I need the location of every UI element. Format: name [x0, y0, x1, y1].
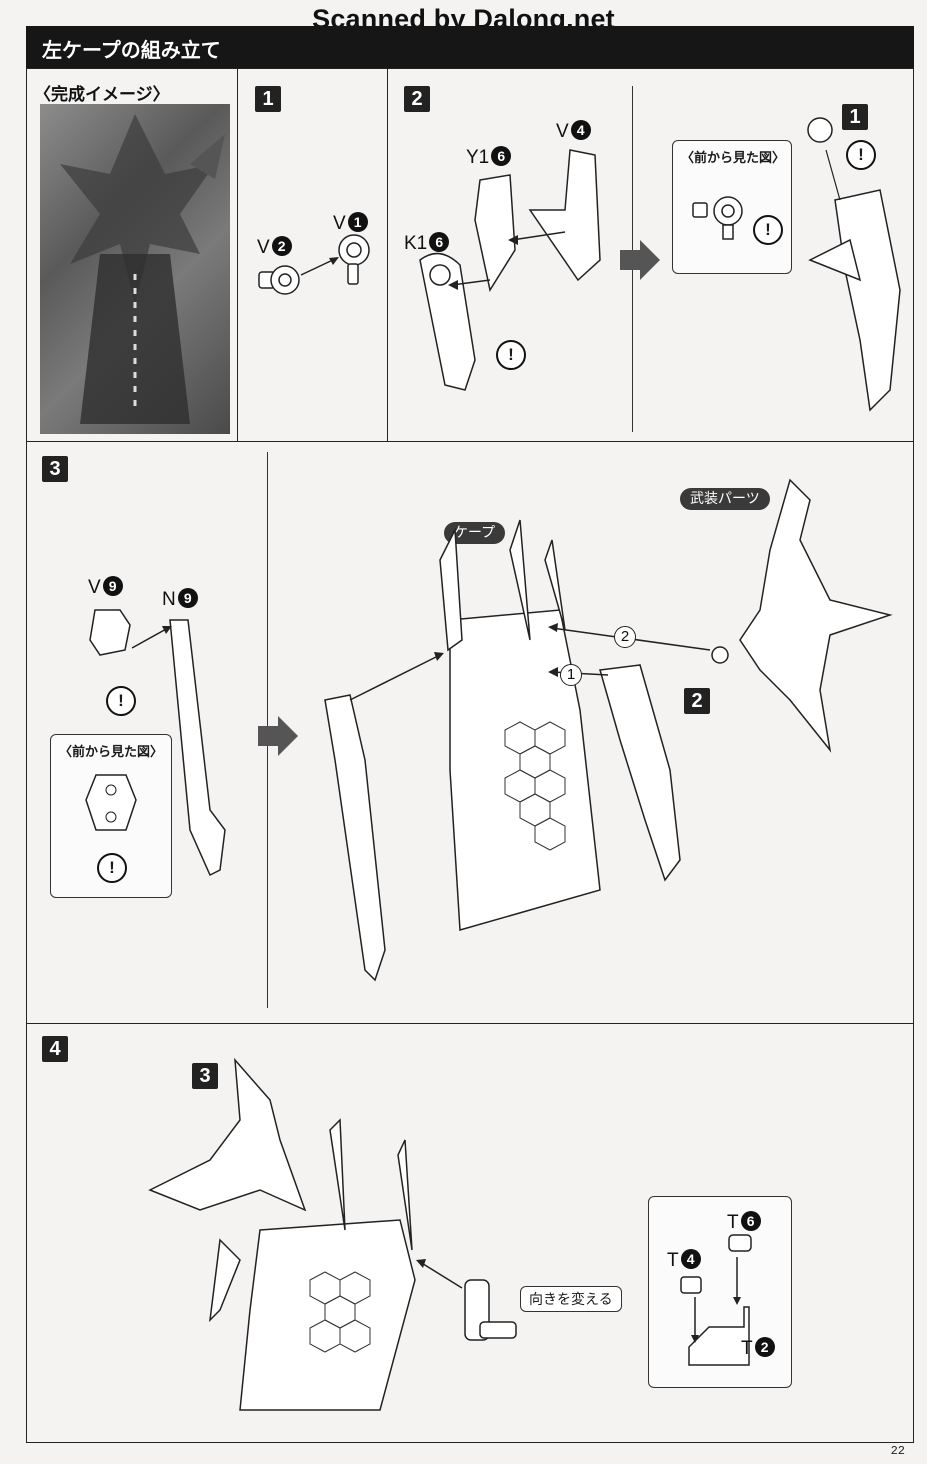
- step4-assembly-diagram: [148, 1057, 517, 1411]
- front-view-inset-step3: 〈前から見た図〉 !: [50, 734, 172, 898]
- arm-part-k1: [419, 252, 476, 391]
- joint-part-v1: [338, 234, 370, 285]
- inset-title: 〈前から見た図〉: [59, 745, 164, 760]
- model-silhouette: [60, 114, 225, 424]
- step1-diagram: [258, 234, 370, 295]
- cape-body: [239, 1219, 416, 1411]
- inset-title: 〈前から見た図〉: [681, 151, 786, 166]
- section-header: 左ケープの組み立て: [26, 26, 914, 68]
- joint-assembly-t: [464, 1279, 517, 1341]
- assembled-arm-diagram: [807, 117, 901, 412]
- caution-icon: !: [496, 340, 526, 370]
- ref-step-3: 3: [192, 1063, 218, 1089]
- step4-panel: [26, 1023, 914, 1443]
- flow-arrow-icon: [258, 716, 298, 756]
- ref-step-1: 1: [842, 104, 868, 130]
- step-number-2: 2: [404, 86, 430, 112]
- turn-around-label: 向きを変える: [520, 1286, 622, 1312]
- section-title: 左ケープの組み立て: [42, 38, 221, 62]
- step2-diagram: [419, 149, 601, 391]
- hex-pattern: [504, 721, 566, 851]
- weapon-part: [739, 478, 893, 753]
- step3-parts-diagram: [89, 609, 226, 877]
- front-view-joint: [692, 196, 743, 240]
- step-number-1: 1: [255, 86, 281, 112]
- step3-assembly-diagram: [324, 478, 893, 982]
- order-mark-2: 2: [614, 626, 636, 648]
- blade-part-v4: [528, 149, 601, 282]
- cape-tag: ケープ: [444, 522, 506, 544]
- ref-step-2: 2: [684, 688, 710, 714]
- rod-part: [324, 694, 386, 982]
- order-mark-1: 1: [560, 664, 582, 686]
- t-parts-diagram: [680, 1234, 752, 1366]
- caution-icon: !: [97, 853, 127, 883]
- caution-icon: !: [846, 140, 876, 170]
- cape-body: [449, 609, 601, 931]
- preview-title: 〈完成イメージ〉: [34, 85, 170, 105]
- joint-part-v2: [258, 265, 300, 295]
- step-number-4: 4: [42, 1036, 68, 1062]
- flow-arrow-icon: [620, 240, 660, 280]
- step-number-3: 3: [42, 456, 68, 482]
- page-number: 22: [890, 1444, 905, 1458]
- rod-part-n9: [169, 619, 226, 877]
- weapon-parts-tag: 武装パーツ: [680, 488, 770, 510]
- completed-model-photo: [40, 104, 230, 434]
- weapon-part: [148, 1057, 307, 1212]
- caution-icon: !: [106, 686, 136, 716]
- front-view-connector: [85, 774, 137, 831]
- connector-part-v9: [89, 609, 131, 656]
- caution-icon: !: [753, 215, 783, 245]
- arm-assembly: [599, 664, 681, 882]
- arm-part-y1: [474, 174, 516, 292]
- front-view-inset-step2: 〈前から見た図〉 !: [672, 140, 792, 274]
